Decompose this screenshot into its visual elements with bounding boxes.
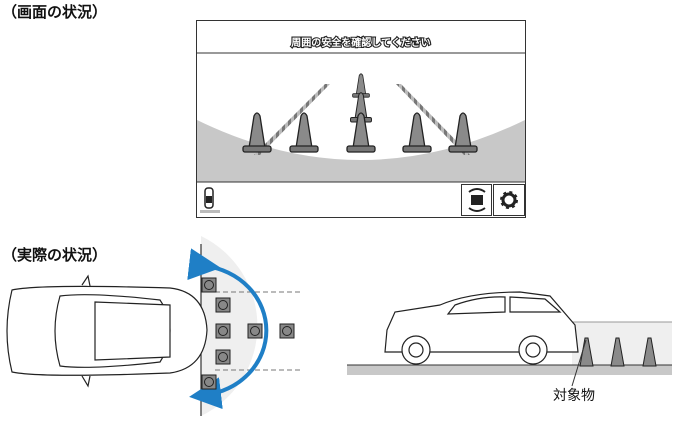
car-position-icon (200, 187, 220, 213)
camera-screen (196, 20, 526, 218)
screen-message: 周囲の安全を確認してください (290, 37, 432, 50)
gear-icon (501, 192, 517, 208)
detection-arc-arrow (187, 248, 269, 410)
car-top-view (6, 274, 208, 388)
leader-line (571, 339, 587, 387)
cone-icon (610, 337, 625, 367)
object-label: 対象物 (553, 388, 595, 404)
car-side-view (384, 291, 579, 365)
left-guide-line (254, 84, 330, 155)
screen-section-label: （画面の状況） (2, 3, 108, 21)
actual-section-label: （実際の状況） (2, 246, 108, 264)
camera-switch-button[interactable] (461, 184, 492, 216)
view-switch-icon (471, 195, 483, 205)
cone-icon (642, 337, 657, 367)
side-view-diagram (347, 291, 672, 387)
right-guide-line (396, 84, 470, 155)
ground-area (197, 120, 525, 182)
top-view-diagram (6, 236, 300, 416)
settings-button[interactable] (493, 184, 525, 216)
